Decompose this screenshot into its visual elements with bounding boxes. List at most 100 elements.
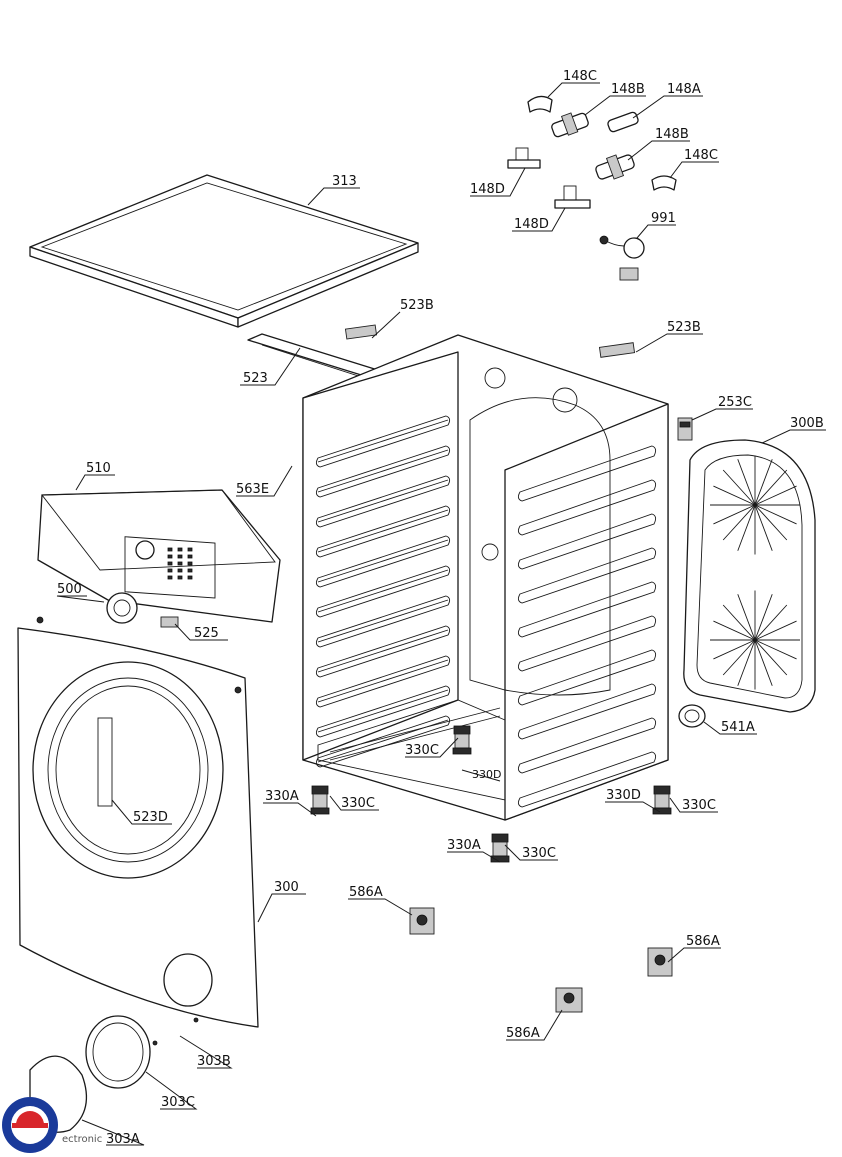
back-cover-rib bbox=[754, 504, 797, 525]
foot-cap bbox=[653, 785, 671, 795]
left-rib-outline bbox=[315, 715, 451, 768]
top-panel-313 bbox=[29, 174, 419, 328]
left-rib-outline bbox=[315, 415, 451, 468]
back-cover-rib bbox=[713, 504, 756, 525]
left-rib bbox=[317, 719, 449, 763]
label-586A-right: 586A bbox=[686, 934, 720, 949]
left-rib-outline bbox=[315, 475, 451, 528]
label-330C-center: 330C bbox=[405, 743, 439, 758]
ring-303C bbox=[85, 1015, 151, 1089]
label-300B: 300B bbox=[790, 416, 824, 431]
left-rib-outline bbox=[315, 535, 451, 588]
left-panel-ribs bbox=[315, 415, 451, 768]
label-148B-top: 148B bbox=[611, 82, 645, 97]
bracket-148D-right bbox=[554, 185, 591, 209]
foot-cap bbox=[491, 833, 509, 843]
left-rib bbox=[317, 479, 449, 523]
hinge-586A-left bbox=[409, 907, 435, 935]
control-button bbox=[167, 568, 173, 573]
right-rib-outline bbox=[517, 751, 657, 808]
label-586A-bottom: 586A bbox=[506, 1026, 540, 1041]
label-330A-left: 330A bbox=[265, 789, 299, 804]
back-cover-rib bbox=[713, 485, 756, 506]
control-button bbox=[187, 568, 193, 573]
back-cover-rib bbox=[754, 639, 773, 686]
switch-525 bbox=[160, 616, 179, 628]
back-cover-rib bbox=[754, 459, 773, 506]
control-buttons bbox=[167, 547, 193, 580]
back-cover-rib bbox=[713, 620, 756, 641]
back-cover-rib bbox=[737, 459, 756, 506]
left-rib bbox=[317, 659, 449, 703]
left-rib-outline bbox=[315, 625, 451, 678]
foot-base bbox=[652, 807, 672, 815]
valve-148C-top bbox=[527, 95, 553, 113]
foot-body bbox=[454, 733, 470, 749]
left-rib bbox=[317, 539, 449, 583]
label-330D-center: 330D bbox=[472, 768, 501, 781]
control-panel-510 bbox=[37, 489, 281, 623]
screw-303B bbox=[152, 1040, 158, 1046]
back-cover-rib bbox=[754, 604, 788, 641]
label-563E: 563E bbox=[236, 482, 269, 497]
control-button bbox=[167, 575, 173, 580]
label-148C-mid: 148C bbox=[684, 148, 718, 163]
back-cover-ribs-upper bbox=[710, 455, 800, 555]
watermark-logo bbox=[2, 1097, 58, 1153]
back-cover-ribs-lower bbox=[710, 590, 800, 690]
control-button bbox=[177, 554, 183, 559]
back-cover-rib bbox=[754, 639, 788, 676]
back-cover-rib bbox=[737, 504, 756, 551]
back-cover-rib bbox=[722, 639, 756, 676]
back-cover-rib bbox=[754, 485, 797, 506]
back-cover-rib bbox=[713, 639, 756, 660]
knob-500 bbox=[106, 592, 138, 624]
label-303C: 303C bbox=[161, 1095, 195, 1110]
part-541A bbox=[678, 704, 706, 728]
label-303A: 303A bbox=[106, 1132, 140, 1147]
back-cover-rib bbox=[722, 504, 756, 541]
front-panel-300 bbox=[17, 616, 259, 1028]
valve-148B-mid bbox=[595, 154, 635, 180]
foot-body bbox=[654, 793, 670, 809]
back-cover-rib bbox=[737, 639, 756, 686]
foot-body bbox=[492, 841, 508, 857]
label-586A-left: 586A bbox=[349, 885, 383, 900]
label-313: 313 bbox=[332, 174, 357, 189]
watermark-text: ectronic bbox=[62, 1134, 102, 1145]
left-rib bbox=[317, 689, 449, 733]
valve-148B-top bbox=[551, 112, 589, 138]
back-cover-rib bbox=[754, 594, 773, 641]
valve-148C-mid bbox=[651, 175, 677, 191]
control-button bbox=[187, 575, 193, 580]
back-cover-rib bbox=[722, 604, 756, 641]
left-rib bbox=[317, 419, 449, 463]
label-541A: 541A bbox=[721, 720, 755, 735]
label-303B: 303B bbox=[197, 1054, 231, 1069]
back-cover-rib bbox=[737, 594, 756, 641]
right-panel-ribs bbox=[517, 445, 657, 808]
right-rib-outline bbox=[517, 581, 657, 638]
label-500: 500 bbox=[57, 582, 82, 597]
foot-body bbox=[312, 793, 328, 809]
label-991: 991 bbox=[651, 211, 676, 226]
back-cover-rib bbox=[722, 469, 756, 506]
label-525: 525 bbox=[194, 626, 219, 641]
control-button bbox=[177, 547, 183, 552]
label-523B-right: 523B bbox=[667, 320, 701, 335]
foot-cap bbox=[311, 785, 329, 795]
back-cover-rib bbox=[754, 504, 773, 551]
label-330C-left: 330C bbox=[341, 796, 375, 811]
left-rib-outline bbox=[315, 655, 451, 708]
label-330D-right: 330D bbox=[606, 788, 641, 803]
label-523B-left: 523B bbox=[400, 298, 434, 313]
label-330A-front: 330A bbox=[447, 838, 481, 853]
control-button bbox=[177, 568, 183, 573]
back-cover-300B bbox=[683, 439, 816, 713]
right-rib-outline bbox=[517, 513, 657, 570]
left-rib bbox=[317, 509, 449, 553]
label-148D-left: 148D bbox=[470, 182, 505, 197]
label-330C-front: 330C bbox=[522, 846, 556, 861]
foot-base bbox=[310, 807, 330, 815]
valve-148A bbox=[607, 111, 639, 133]
